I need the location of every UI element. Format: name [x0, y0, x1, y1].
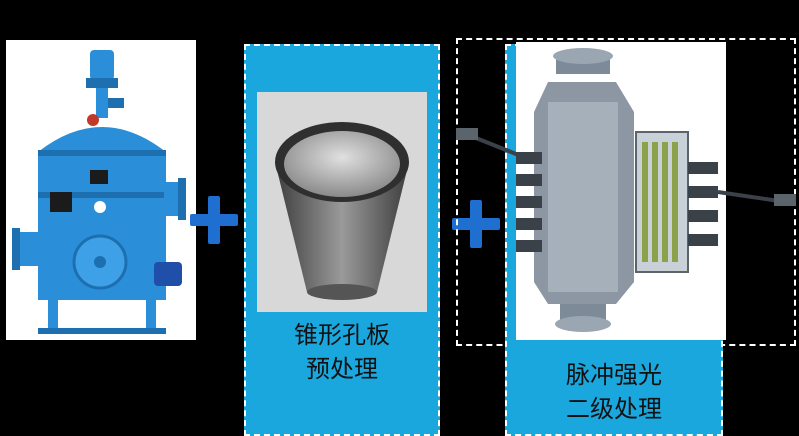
orifice-label-line1: 锥形孔板	[294, 321, 390, 349]
orifice-label-line2: 预处理	[306, 355, 378, 383]
self-cleaning-filter-icon	[8, 42, 194, 338]
pulse-label-line1: 脉冲强光	[566, 361, 662, 389]
plus-icon	[452, 200, 500, 248]
filter-panel	[6, 40, 196, 340]
pulse-label-line2: 二级处理	[566, 395, 662, 423]
pulse-light-reactor-icon	[456, 42, 796, 340]
cone-orifice-plate-icon	[257, 92, 427, 312]
orifice-panel: 锥形孔板 预处理	[244, 44, 440, 436]
plus-icon	[190, 196, 238, 244]
